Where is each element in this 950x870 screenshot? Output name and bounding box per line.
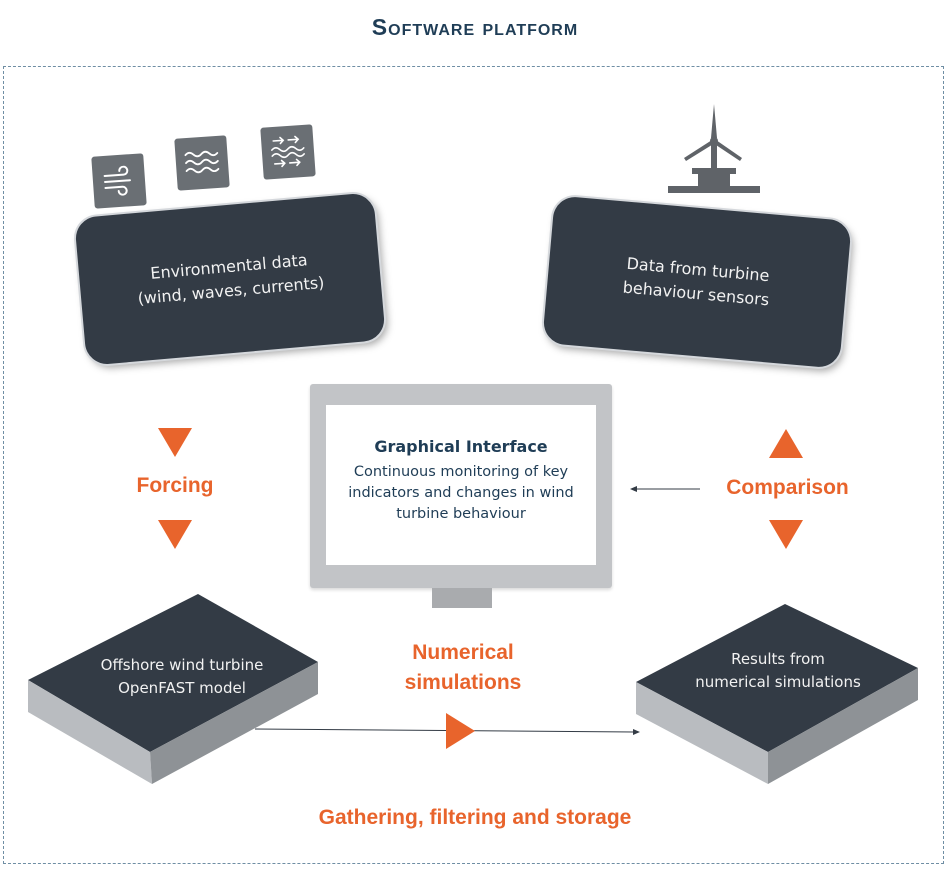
results-block <box>636 604 918 784</box>
comparison-arrow-up <box>769 429 803 458</box>
model-block-line1: Offshore wind turbine <box>100 656 264 674</box>
comparison-label: Comparison <box>726 476 849 499</box>
results-block-text: Results from numerical simulations <box>658 648 898 695</box>
numerical-simulations-arrow <box>446 713 475 749</box>
graphical-interface-description: Continuous monitoring of key indicators … <box>348 464 574 523</box>
platform-frame <box>3 66 944 864</box>
wind-icon <box>91 153 147 209</box>
to-monitor-arrowhead <box>630 486 637 492</box>
wind-turbine-icon <box>668 104 760 193</box>
waves-icon <box>174 135 230 191</box>
model-block-text: Offshore wind turbine OpenFAST model <box>62 654 302 701</box>
gathering-label: Gathering, filtering and storage <box>318 806 632 829</box>
currents-icon <box>260 124 316 180</box>
graphical-interface-title: Graphical Interface <box>374 437 548 456</box>
model-block <box>28 594 318 784</box>
comparison-arrow-down <box>769 520 803 549</box>
forcing-label: Forcing <box>136 474 214 497</box>
monitor-screen: Graphical Interface Continuous monitorin… <box>326 405 596 565</box>
page-title: Software platform <box>371 14 579 40</box>
numerical-label-line2: simulations <box>404 671 522 695</box>
results-block-line1: Results from <box>731 650 825 668</box>
numerical-label-line1: Numerical <box>412 641 514 664</box>
results-block-line2: numerical simulations <box>695 673 861 692</box>
model-block-line2: OpenFAST model <box>118 679 246 698</box>
simulation-arrowhead <box>633 729 640 735</box>
forcing-arrow-top <box>158 428 192 457</box>
forcing-arrow-bottom <box>158 520 192 549</box>
numerical-simulations-label: Numerical simulations <box>378 638 548 699</box>
monitor-stand <box>432 588 492 608</box>
